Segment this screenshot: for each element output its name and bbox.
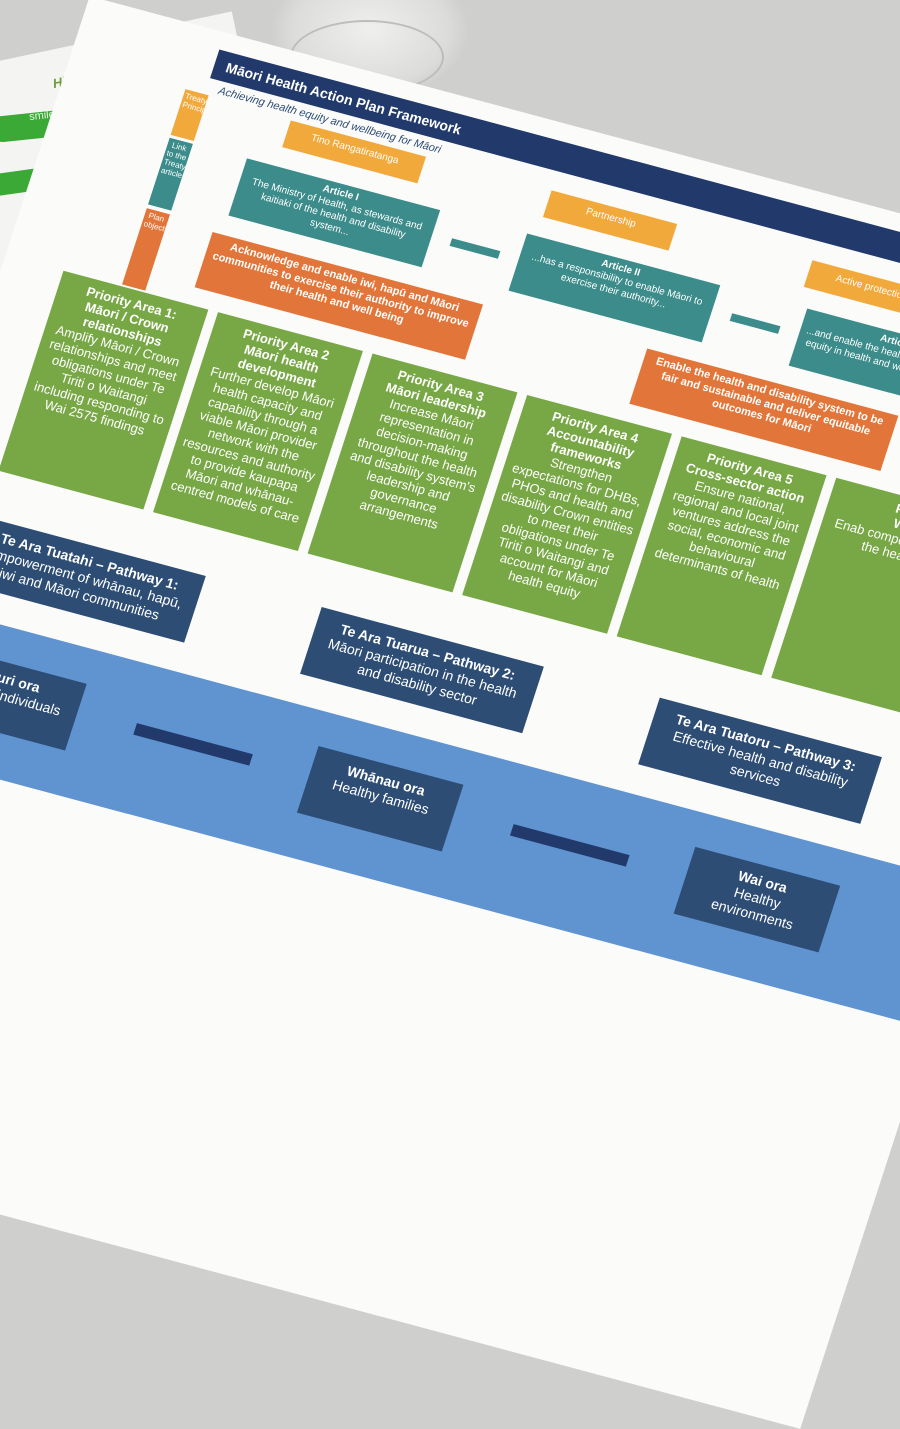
priority-area-text: Strengthen expectations for DHBs, PHOs a…	[496, 454, 644, 602]
priority-area-text: Increase Māori representation in decisio…	[348, 396, 480, 532]
